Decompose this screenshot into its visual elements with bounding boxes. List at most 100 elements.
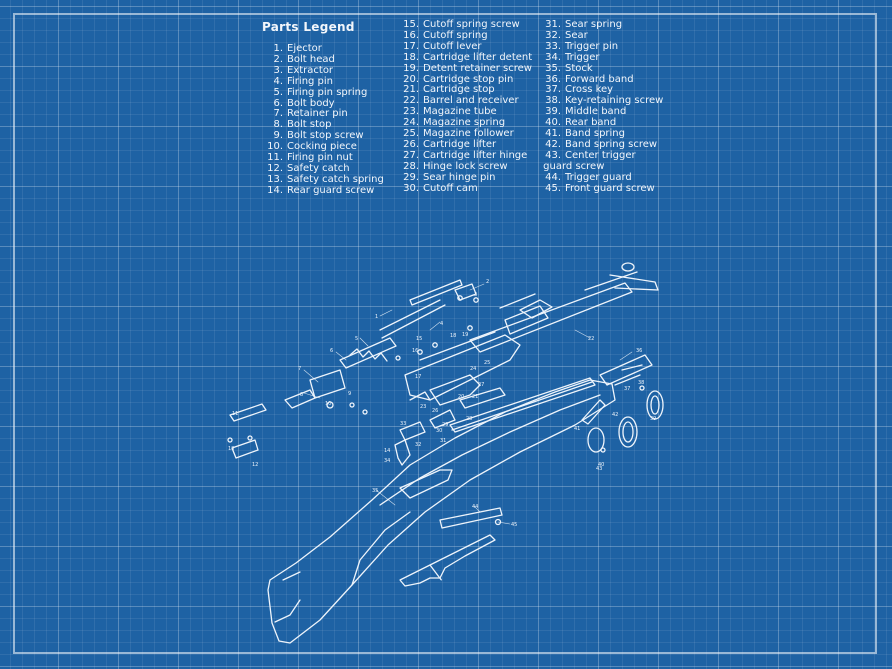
callout: 22 (588, 336, 594, 342)
muzzle-ring (621, 262, 635, 272)
legend-item: 41.Band spring (540, 128, 663, 140)
legend-item-name: Cutoff cam (423, 182, 478, 194)
callout: 19 (462, 332, 468, 338)
legend-item-name: Cocking piece (287, 141, 357, 153)
legend-item-name: Trigger pin (565, 40, 619, 52)
screw-h (362, 409, 368, 415)
screw-f (395, 355, 401, 361)
legend-item: 16.Cutoff spring (398, 30, 532, 42)
screw-g (349, 402, 355, 408)
forward-band (599, 354, 653, 386)
legend-item: 43.Center trigger guard screw (540, 150, 663, 173)
legend-item: 36.Forward band (540, 73, 663, 86)
legend-item-number: 19. (403, 62, 419, 74)
guard-screw (494, 518, 502, 526)
legend-item-number: 37. (545, 84, 561, 96)
legend-item-name: Rear band (565, 117, 617, 129)
legend-item-number: 15. (403, 19, 419, 30)
legend-item-name: Barrel and receiver (423, 95, 519, 107)
rear-band (618, 416, 638, 448)
legend-item-name: Ejector (287, 43, 322, 54)
legend-item-name: Trigger guard (565, 171, 632, 183)
legend-item-name: Safety catch spring (287, 173, 384, 185)
leader-lines (303, 283, 633, 525)
callout: 32 (415, 442, 421, 448)
legend-item-number: 39. (545, 106, 561, 118)
legend-item-number: 14. (267, 184, 283, 196)
rear-band-inner (622, 421, 634, 443)
legend-item-name: Front guard screw (565, 182, 655, 194)
firing-pin (379, 299, 441, 331)
legend-item-name: Band spring screw (565, 138, 658, 150)
legend-item-name: Bolt stop screw (287, 130, 364, 142)
stock-butt-line (274, 599, 301, 623)
callout: 42 (612, 412, 618, 418)
trigger-guard (399, 534, 496, 587)
legend-item-number: 22. (403, 95, 419, 107)
callout: 8 (300, 392, 303, 398)
legend-item-number: 23. (403, 106, 419, 118)
cutoff-spring (409, 391, 431, 401)
magazine-tube-line (451, 381, 593, 431)
callout: 36 (636, 348, 642, 354)
callout: 21 (472, 394, 478, 400)
callout: 24 (470, 366, 476, 372)
legend-item-number: 31. (545, 19, 561, 30)
legend-item: 7.Retainer pin (262, 108, 384, 120)
legend-item-number: 27. (403, 149, 419, 161)
callout: 25 (484, 360, 490, 366)
legend-item-name: Sear spring (565, 19, 623, 30)
middle-band-inner (650, 395, 660, 415)
legend-item: 8.Bolt stop (262, 119, 384, 131)
firing-pin-2 (381, 304, 446, 339)
band-spring-screw (621, 364, 643, 371)
callout: 39 (650, 416, 656, 422)
callout: 3 (474, 292, 477, 298)
legend-title: Parts Legend (262, 20, 355, 34)
callout: 41 (574, 426, 580, 432)
legend-item-name: Firing pin (287, 75, 334, 87)
callout: 18 (450, 333, 456, 339)
legend-item-name: Firing pin spring (287, 86, 368, 98)
legend-item: 9.Bolt stop screw (262, 130, 384, 142)
screw-c (467, 325, 473, 331)
trigger-guard-bow (429, 564, 442, 581)
callout: 1 (375, 314, 378, 320)
legend-item-number: 24. (403, 117, 419, 129)
legend-item-number: 26. (403, 138, 419, 150)
legend-item-name: Band spring (565, 128, 625, 140)
legend-item: 44.Trigger guard (540, 171, 663, 184)
barrel-muzzle (609, 274, 659, 291)
legend-item-name: Bolt stop (287, 119, 332, 131)
screw-i (227, 437, 233, 443)
legend-item: 20.Cartridge stop pin (398, 74, 532, 86)
legend-item-name: Magazine spring (423, 117, 506, 129)
rear-sight (519, 299, 553, 319)
legend-item-name: Detent retainer screw (423, 62, 532, 74)
legend-item-name: Forward band (565, 73, 634, 85)
legend-item-number: 3. (273, 64, 283, 76)
callout: 15 (416, 336, 422, 342)
legend-item-number: 5. (273, 86, 283, 98)
callout: 37 (624, 386, 630, 392)
legend-item: 27.Cartridge lifter hinge (398, 149, 532, 162)
legend-item: 2.Bolt head (262, 54, 384, 66)
key-screw (639, 385, 645, 391)
legend-item: 25.Magazine follower (398, 128, 532, 140)
legend-item: 12.Safety catch (262, 163, 384, 175)
center-guard-screw (600, 447, 606, 453)
callout: 40 (598, 462, 604, 468)
callout: 4 (440, 321, 443, 327)
legend-item-name: Trigger (565, 51, 600, 63)
legend-item: 14.Rear guard screw (262, 184, 384, 197)
callout: 9 (348, 391, 351, 397)
legend-item-number: 17. (403, 40, 419, 52)
legend-item-number: 40. (545, 117, 561, 129)
legend-item-name: Cross key (565, 84, 614, 96)
legend-item: 31. Sear spring (540, 19, 663, 31)
callout: 2 (486, 279, 489, 285)
front-guard-strap (439, 507, 503, 529)
legend-item: 4.Firing pin (262, 75, 384, 88)
